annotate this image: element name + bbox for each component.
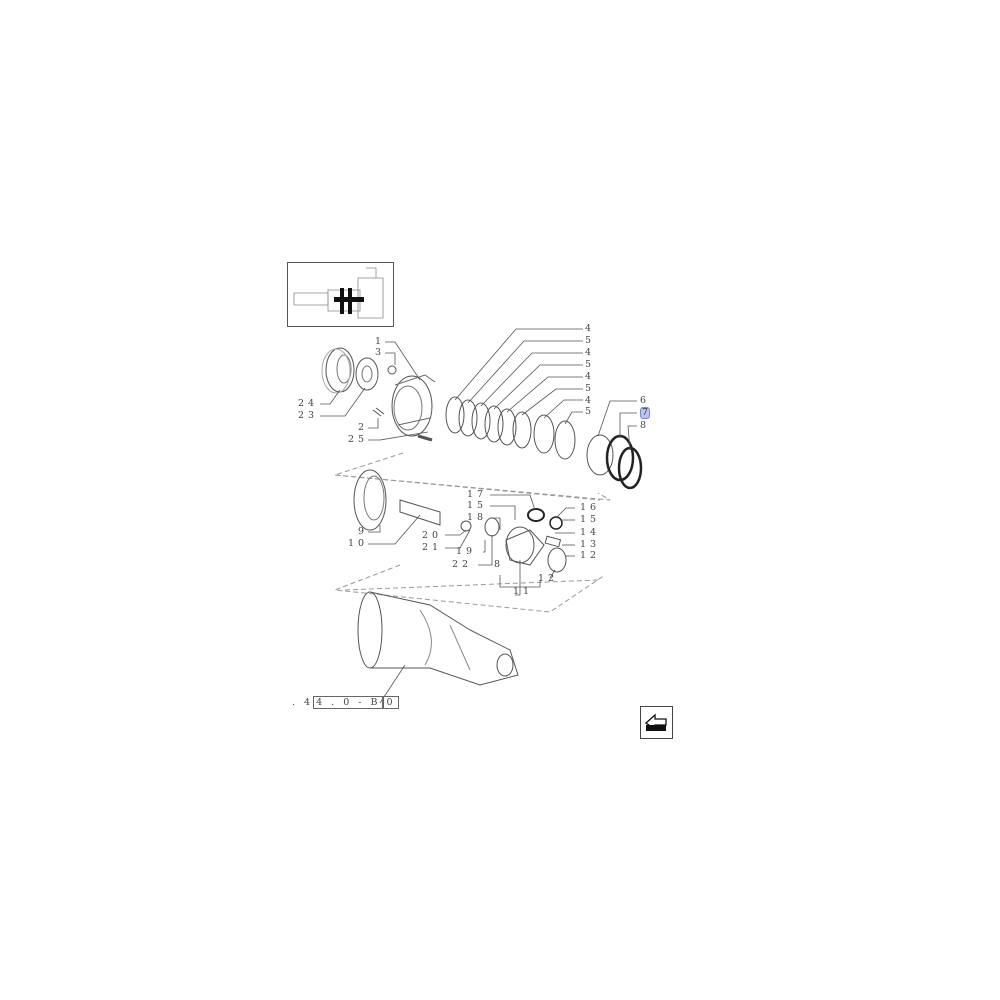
assembly-thumbnail-icon (293, 267, 384, 319)
callout-25[interactable]: 25 (348, 434, 369, 445)
callout-8[interactable]: 8 (640, 420, 651, 431)
callout-18b[interactable]: 8 (494, 559, 505, 570)
callout-18[interactable]: 18 (467, 512, 488, 523)
callout-10[interactable]: 10 (348, 538, 369, 549)
callout-23[interactable]: 23 (298, 410, 319, 421)
callout-20[interactable]: 20 (422, 530, 443, 541)
callout-4[interactable]: 4 (585, 395, 596, 406)
clutch-pack (445, 396, 576, 460)
callout-6[interactable]: 6 (640, 395, 651, 406)
callout-4[interactable]: 4 (585, 371, 596, 382)
callout-12[interactable]: 12 (580, 550, 601, 561)
callout-4[interactable]: 4 (585, 323, 596, 334)
callout-15[interactable]: 15 (467, 500, 488, 511)
callout-5[interactable]: 5 (585, 383, 596, 394)
callout-14[interactable]: 14 (580, 527, 601, 538)
callout-9[interactable]: 9 (358, 526, 369, 537)
callout-13[interactable]: 13 (580, 539, 601, 550)
axle-housing (357, 591, 519, 686)
callout-12b[interactable]: 12 (538, 573, 559, 584)
callout-11[interactable]: 11 (513, 586, 534, 597)
callout-3[interactable]: 3 (375, 347, 386, 358)
reference-prefix: . 4 (292, 697, 314, 708)
callout-1[interactable]: 1 (375, 336, 386, 347)
reference-code[interactable]: 4 . 0 - B (313, 696, 384, 709)
callout-24[interactable]: 24 (298, 398, 319, 409)
callout-17[interactable]: 17 (467, 489, 488, 500)
callout-19[interactable]: 19 (456, 546, 477, 557)
bearing-24 (321, 347, 355, 394)
callout-2[interactable]: 2 (358, 422, 369, 433)
callout-5[interactable]: 5 (585, 335, 596, 346)
callout-5[interactable]: 5 (585, 359, 596, 370)
callout-21[interactable]: 21 (422, 542, 443, 553)
back-navigation-button[interactable] (640, 706, 673, 739)
callout-5[interactable]: 5 (585, 406, 596, 417)
callout-16[interactable]: 16 (580, 502, 601, 513)
callout-15b[interactable]: 15 (580, 514, 601, 525)
callout-4[interactable]: 4 (585, 347, 596, 358)
reference-suffix[interactable]: 0 (383, 696, 399, 709)
arrow-back-icon (644, 713, 667, 731)
assembly-overview-thumbnail[interactable] (287, 262, 394, 327)
carrier-1 (391, 374, 436, 437)
callout-7-highlighted[interactable]: 7 (640, 407, 651, 419)
callout-22[interactable]: 22 (452, 559, 473, 570)
